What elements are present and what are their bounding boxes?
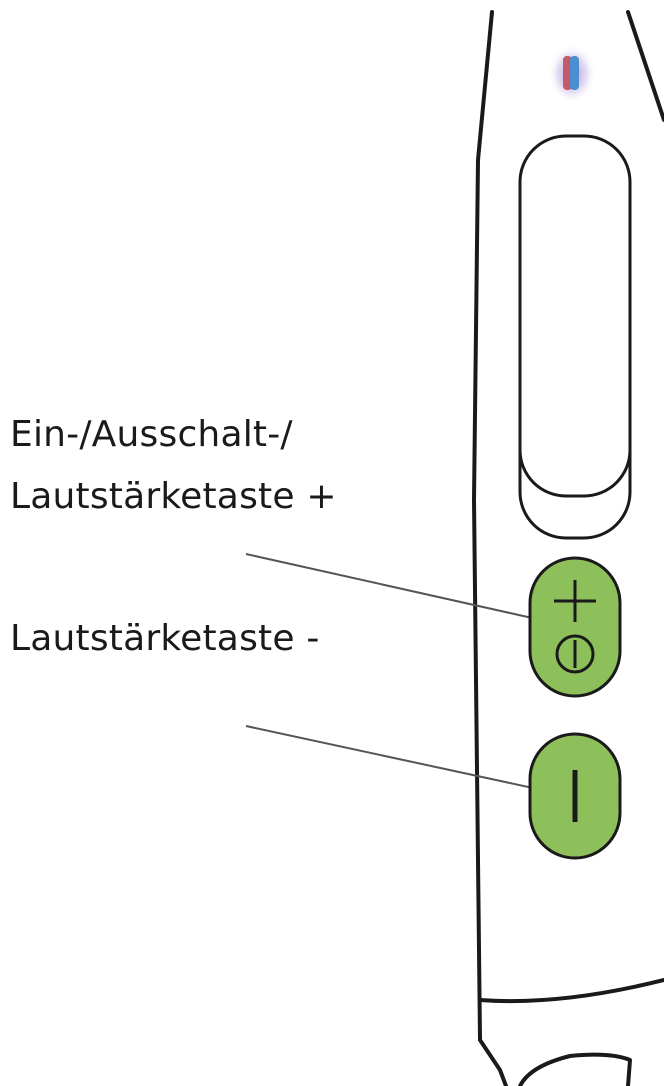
volume-down-label: Lautstärketaste -: [10, 618, 320, 659]
leader-line-power: [245, 553, 569, 627]
power-volume-up-button[interactable]: [528, 556, 622, 698]
leader-line-volume-down: [245, 725, 571, 797]
slider-switch[interactable]: [518, 134, 632, 540]
power-volume-up-label-line2: Lautstärketaste +: [10, 476, 337, 517]
device-body: [472, 10, 664, 1086]
power-icon: [555, 634, 595, 674]
power-volume-up-label: Ein-/Ausschalt-/ Lautstärketaste +: [10, 404, 337, 528]
volume-down-button[interactable]: [528, 732, 622, 860]
plus-icon: [554, 580, 596, 622]
power-volume-up-label-line1: Ein-/Ausschalt-/: [10, 414, 293, 455]
led-indicator: [548, 44, 596, 104]
